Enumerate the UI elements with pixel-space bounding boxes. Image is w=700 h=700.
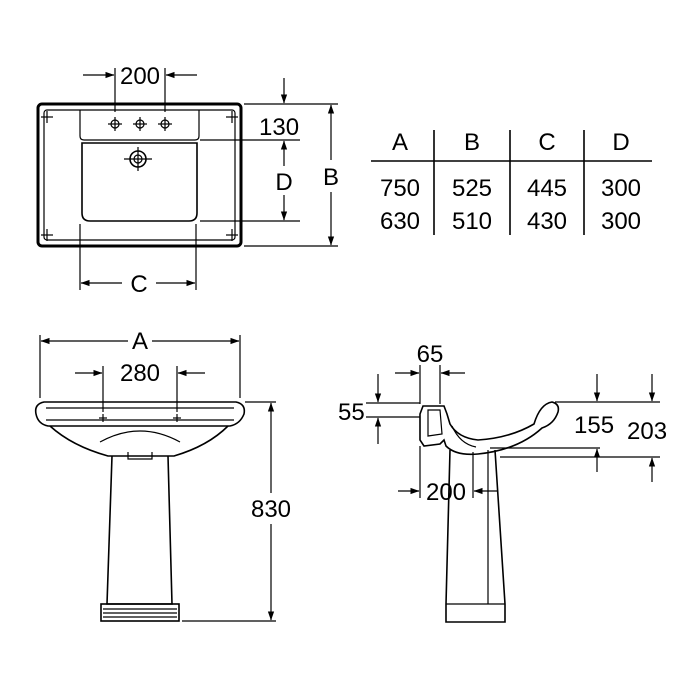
dim-height: 830: [251, 496, 291, 523]
tap-deck: [79, 110, 200, 141]
side-view: 65 55 155 203 200: [338, 341, 667, 623]
dim-203: 203: [627, 418, 667, 445]
dim-tap-spacing-top: 200: [120, 63, 160, 90]
label-c-top: C: [130, 271, 147, 298]
table-cell: 300: [601, 208, 641, 235]
dim-deck-depth: 130: [259, 114, 299, 141]
label-b-top: B: [323, 164, 339, 191]
basin-rim: [43, 109, 236, 241]
table-cell: 300: [601, 175, 641, 202]
table-cell: 430: [527, 208, 567, 235]
dim-65: 65: [417, 341, 444, 368]
fixing-marks: [41, 111, 238, 241]
pedestal-side: [445, 449, 506, 623]
dim-55: 55: [338, 399, 365, 426]
pedestal-base: [100, 603, 180, 622]
dim-200-side: 200: [426, 479, 466, 506]
basin-side-profile: [419, 401, 560, 456]
dim-155: 155: [574, 412, 614, 439]
basin-front-top: [34, 401, 246, 427]
drain: [124, 147, 152, 171]
tap-holes: [108, 117, 172, 131]
basin-outline: [36, 102, 243, 248]
bowl-outline: [81, 142, 198, 222]
dim-tap-spacing-front: 280: [120, 360, 160, 387]
table-header-d: D: [612, 129, 629, 156]
table-cell: 445: [527, 175, 567, 202]
top-view: 200 130 D B C: [36, 63, 339, 298]
table-header-b: B: [464, 129, 480, 156]
table-cell: 510: [452, 208, 492, 235]
dimension-table: A B C D 750 525 445 300 630 510 430 300: [371, 129, 652, 235]
pedestal-front: [106, 455, 173, 605]
table-header-a: A: [392, 129, 408, 156]
label-d-top: D: [275, 169, 292, 196]
table-header-c: C: [538, 129, 555, 156]
basin-front-body: [49, 425, 229, 457]
front-view: A 280 830: [34, 328, 291, 622]
table-cell: 630: [380, 208, 420, 235]
label-a-front: A: [132, 328, 148, 355]
table-cell: 750: [380, 175, 420, 202]
table-cell: 525: [452, 175, 492, 202]
